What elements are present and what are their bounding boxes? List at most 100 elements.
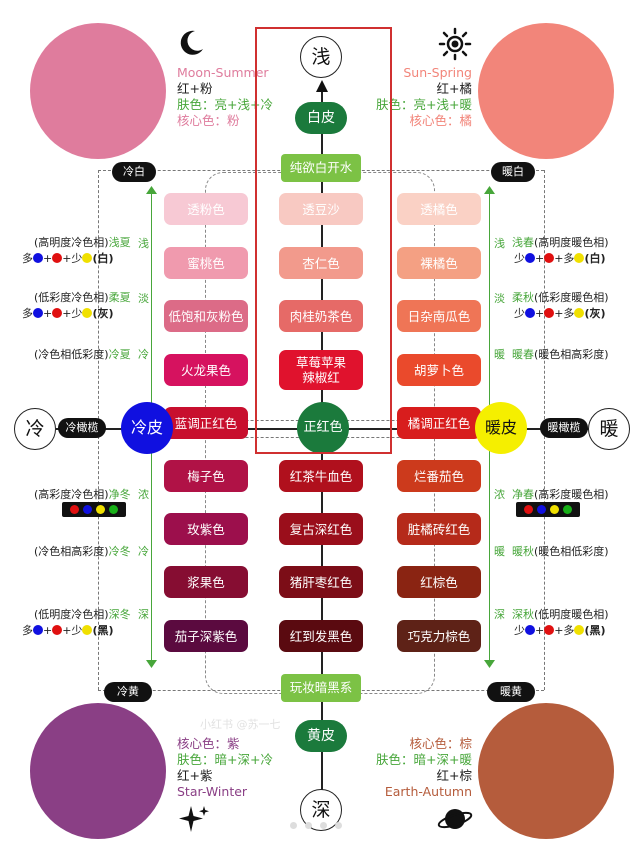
center-swatch-9: 红到发黑色 xyxy=(279,620,363,652)
left-desc-6-text: (低明度冷色相) xyxy=(34,608,109,621)
spring-formula: 红+橘 xyxy=(436,81,472,96)
yellow-dot xyxy=(574,625,585,635)
right-desc-2-text: (低彩度暖色相) xyxy=(534,291,609,304)
clear-spring-label: 净春 xyxy=(512,488,534,501)
cool-winter-label: 冷冬 xyxy=(108,545,131,558)
formula-gray: (灰) xyxy=(584,307,606,320)
formula-plus: + xyxy=(535,252,545,265)
left-desc-3: (冷色相低彩度)冷夏 xyxy=(34,346,131,362)
soft-summer-label: 柔夏 xyxy=(108,291,131,304)
summer-info: Moon-Summer 红+粉 肤色：亮+浅+冷 核心色：粉 xyxy=(177,65,273,129)
carousel-dots[interactable] xyxy=(290,822,342,829)
right-desc-3-text: (暖色相高彩度) xyxy=(534,348,609,361)
autumn-info: 核心色：棕 肤色：暗+深+暖 红+棕 Earth-Autumn xyxy=(362,736,472,800)
center-swatch-8: 猪肝枣红色 xyxy=(279,566,363,598)
left-swatch-7: 玫紫色 xyxy=(164,513,248,545)
left-formula-2: 多++少(灰) xyxy=(22,305,114,321)
autumn-core: 核心色：棕 xyxy=(409,736,472,751)
right-swatch-5: 橘调正红色 xyxy=(397,407,481,439)
right-desc-3: 暖春(暖色相高彩度) xyxy=(512,346,609,362)
center-swatch-7: 复古深红色 xyxy=(279,513,363,545)
yellow-dot xyxy=(96,505,105,514)
right-desc-1: 浅春(高明度暖色相) xyxy=(512,234,609,250)
left-formula-6: 多++少(黑) xyxy=(22,622,114,638)
light-summer-label: 浅夏 xyxy=(108,236,131,249)
yellow-dot xyxy=(82,253,93,263)
formula-plus: + xyxy=(43,624,53,637)
center-swatch-6: 红茶牛血色 xyxy=(279,460,363,492)
right-swatch-6: 烂番茄色 xyxy=(397,460,481,492)
right-swatch-9: 巧克力棕色 xyxy=(397,620,481,652)
carousel-dot[interactable] xyxy=(335,822,342,829)
winter-circle xyxy=(30,703,166,839)
summer-formula: 红+粉 xyxy=(177,81,213,96)
formula-white: (白) xyxy=(584,252,606,265)
left-swatch-1: 透粉色 xyxy=(164,193,248,225)
winter-formula: 红+紫 xyxy=(177,768,213,783)
cool-white-tag: 冷白 xyxy=(112,162,156,182)
left-mark-cool: 冷 xyxy=(138,348,149,361)
warm-autumn-label: 暖秋 xyxy=(512,545,534,558)
blue-dot xyxy=(525,253,535,263)
center-highlight-box xyxy=(255,27,392,454)
center-swatch-1: 透豆沙 xyxy=(279,193,363,225)
deep-winter-label: 深冬 xyxy=(108,608,131,621)
formula-plus: + xyxy=(535,307,545,320)
clear-winter-label: 净冬 xyxy=(108,488,131,501)
left-arrow-up-icon xyxy=(146,186,157,194)
white-skin-pill: 白皮 xyxy=(295,102,347,134)
warm-yellow-tag: 暖黄 xyxy=(487,682,535,702)
formula-plus: + xyxy=(43,252,53,265)
pure-white-label: 纯欲白开水 xyxy=(281,154,361,182)
warm-marker: 暖 xyxy=(588,408,630,450)
winter-english-name: Star-Winter xyxy=(177,784,248,799)
carousel-dot[interactable] xyxy=(305,822,312,829)
formula-less: +少 xyxy=(62,307,83,320)
left-desc-1: (高明度冷色相)浅夏 xyxy=(34,234,131,250)
winter-info: 核心色：紫 肤色：暗+深+冷 红+紫 Star-Winter xyxy=(177,736,273,800)
warm-white-tag: 暖白 xyxy=(491,162,535,182)
right-mark-warm: 暖 xyxy=(494,348,505,361)
right-desc-5-text: (暖色相低彩度) xyxy=(534,545,609,558)
blue-dot xyxy=(33,253,43,263)
left-desc-4-text: (高彩度冷色相) xyxy=(34,488,109,501)
left-swatch-8: 浆果色 xyxy=(164,566,248,598)
left-mark-light: 浅 xyxy=(138,237,149,250)
left-swatch-6: 梅子色 xyxy=(164,460,248,492)
cool-summer-label: 冷夏 xyxy=(108,348,131,361)
autumn-skin: 肤色：暗+深+暖 xyxy=(376,752,472,767)
blue-dot xyxy=(33,308,43,318)
left-swatch-9: 茄子深紫色 xyxy=(164,620,248,652)
spring-english-name: Sun-Spring xyxy=(403,65,472,80)
right-desc-4-text: (高彩度暖色相) xyxy=(534,488,609,501)
formula-less: +少 xyxy=(62,624,83,637)
carousel-dot[interactable] xyxy=(320,822,327,829)
right-desc-6: 深秋(低明度暖色相) xyxy=(512,606,609,622)
yellow-dot xyxy=(574,308,585,318)
right-desc-2: 柔秋(低彩度暖色相) xyxy=(512,289,609,305)
neutral-red-circle: 正红色 xyxy=(297,402,349,454)
carousel-dot[interactable] xyxy=(290,822,297,829)
left-mark-cool2: 冷 xyxy=(138,545,149,558)
right-swatch-1: 透橘色 xyxy=(397,193,481,225)
right-mark-warm2: 暖 xyxy=(494,545,505,558)
left-desc-5: (冷色相高彩度)冷冬 xyxy=(34,543,131,559)
formula-more: +多 xyxy=(554,252,575,265)
right-arrow-down-icon xyxy=(484,660,495,668)
red-dot xyxy=(70,505,79,514)
right-desc-1-text: (高明度暖色相) xyxy=(534,236,609,249)
winter-skin: 肤色：暗+深+冷 xyxy=(177,752,273,767)
blue-dot xyxy=(525,308,535,318)
red-dot xyxy=(544,308,555,318)
red-dot xyxy=(52,253,63,263)
yellow-dot xyxy=(574,253,585,263)
spring-circle xyxy=(478,23,614,159)
right-swatch-3: 日杂南瓜色 xyxy=(397,300,481,332)
formula-more: +多 xyxy=(554,307,575,320)
formula-more: 多 xyxy=(22,624,33,637)
autumn-formula: 红+棕 xyxy=(436,768,472,783)
formula-less: 少 xyxy=(514,252,525,265)
formula-white: (白) xyxy=(92,252,114,265)
left-mark-soft: 淡 xyxy=(138,292,149,305)
light-marker: 浅 xyxy=(300,36,342,78)
